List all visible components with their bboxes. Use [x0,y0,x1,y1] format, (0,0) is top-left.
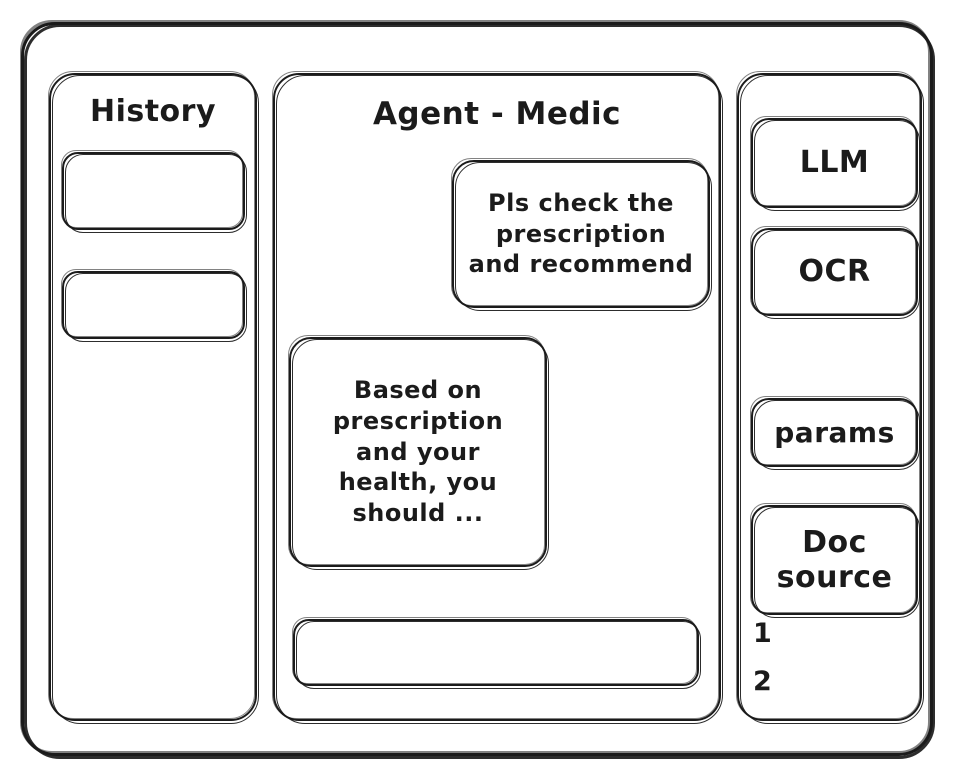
tool-button-ocr-label: OCR [798,254,871,290]
history-item[interactable] [61,269,247,342]
history-item-stroke [62,271,245,339]
tool-button-doc-source[interactable]: Doc source [750,503,920,618]
doc-source-item[interactable]: 2 [753,666,773,697]
user-message-bubble: Pls check the prescription and recommend [451,158,712,311]
history-item-stroke-secondary [65,273,247,342]
agent-title: Agent - Medic [372,96,622,132]
tool-button-llm[interactable]: LLM [750,116,920,211]
tool-button-params[interactable]: params [750,396,920,470]
history-item-stroke-tertiary [61,269,243,337]
history-item-stroke-secondary [65,154,247,233]
assistant-message-text: Based on prescription and your health, y… [332,376,504,528]
tool-button-params-label: params [774,415,895,449]
message-input-stroke-tertiary [292,617,697,684]
history-item-stroke [62,152,245,230]
message-input[interactable] [292,617,701,689]
assistant-message-bubble: Based on prescription and your health, y… [288,335,549,570]
tool-button-ocr[interactable]: OCR [750,226,920,319]
user-message-text: Pls check the prescription and recommend [468,188,694,279]
history-item-stroke-tertiary [61,150,243,228]
history-item[interactable] [61,150,247,233]
tool-button-llm-label: LLM [799,145,870,181]
message-input-stroke [293,619,699,686]
history-title: History [89,94,217,129]
doc-source-item[interactable]: 1 [753,618,773,649]
tool-button-doc-source-label: Doc source [776,524,893,595]
message-input-stroke-secondary [296,621,701,689]
